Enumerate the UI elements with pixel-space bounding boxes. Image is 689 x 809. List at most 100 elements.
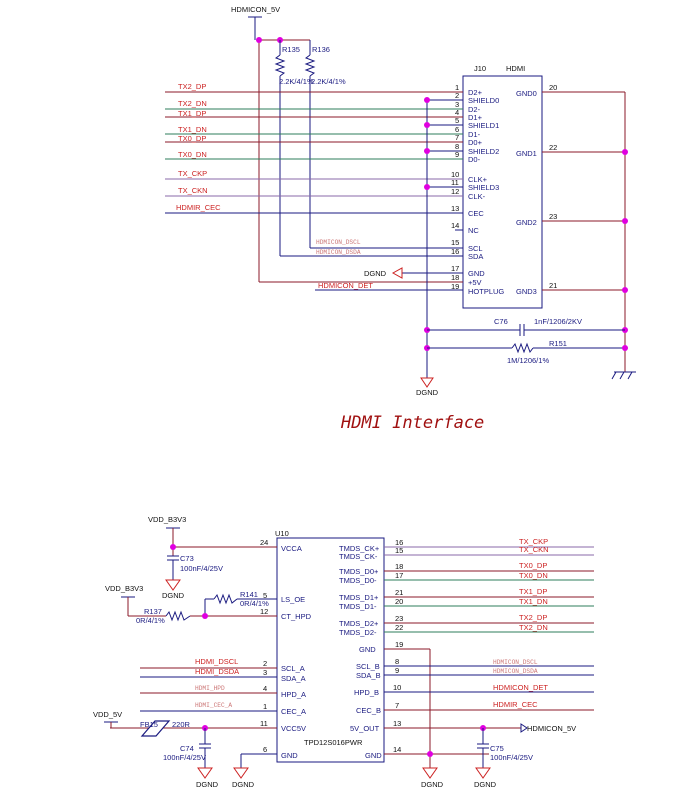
pin-name: D2-: [468, 105, 481, 114]
resistor-r137: [165, 610, 191, 622]
net-label: TX1_DP: [519, 587, 547, 596]
resistor-r151: [511, 342, 534, 354]
pin-number: 16: [451, 247, 459, 256]
dgnd-label: DGND: [474, 780, 497, 789]
pin-number: 10: [393, 683, 401, 692]
junction-dot: [622, 345, 628, 351]
pin-number: 17: [451, 264, 459, 273]
net-label: TX2_DN: [178, 99, 207, 108]
net-label: TX1_DN: [178, 125, 207, 134]
r136-value: 2.2K/4/1%: [311, 77, 346, 86]
pin-name: D0-: [468, 155, 481, 164]
fb15-value: 220R: [172, 720, 191, 729]
pin-number: 17: [395, 571, 403, 580]
junction-dot: [622, 218, 628, 224]
pin-number: 6: [455, 125, 459, 134]
pin-number: 1: [263, 702, 267, 711]
pin-number: 19: [451, 282, 459, 291]
r151-ref: R151: [549, 339, 567, 348]
c73-ref: C73: [180, 554, 194, 563]
pin-number: 2: [263, 659, 267, 668]
pin-name: SDA: [468, 252, 483, 261]
c75-value: 100nF/4/25V: [490, 753, 533, 762]
section-title: HDMI Interface: [340, 413, 484, 433]
pin-name: D1-: [468, 130, 481, 139]
pin-name: GND1: [516, 149, 537, 158]
net-label: HDMI_DSCL: [195, 657, 238, 666]
r137-value: 0R/4/1%: [136, 616, 165, 625]
net-label: HDMICON_DET: [493, 683, 548, 692]
net-label: TX_CKN: [178, 186, 208, 195]
pin-number: 9: [455, 150, 459, 159]
pin-number: 9: [395, 666, 399, 675]
pin-name: CEC_A: [281, 707, 306, 716]
pin-number: 20: [395, 597, 403, 606]
net-label: HDMICON_DSDA: [316, 249, 361, 256]
pin-number: 12: [451, 187, 459, 196]
connector-j10-body: [462, 75, 543, 309]
pin-number: 10: [451, 170, 459, 179]
net-label: TX_CKN: [519, 545, 549, 554]
pin-number: 23: [395, 614, 403, 623]
r135-value: 2.2K/4/1%: [279, 77, 314, 86]
power-label-vdd-5v: VDD_5V: [93, 710, 122, 719]
connector-name: HDMI: [506, 64, 525, 73]
pin-number: 14: [451, 221, 459, 230]
c75-ref: C75: [490, 744, 504, 753]
ground-triangle-icon: [422, 767, 438, 779]
net-label: TX2_DP: [519, 613, 547, 622]
ic-part-number: TPD12S016PWR: [304, 738, 363, 747]
pin-name: SCL: [468, 244, 483, 253]
pin-number: 22: [395, 623, 403, 632]
pin-name: TMDS_D1+: [339, 593, 379, 602]
resistor-r136: [304, 54, 316, 77]
junction-dot: [202, 613, 208, 619]
j10-left-pins: TX2_DP 1 D2+ 2 SHIELD0 TX2_DN 3 D2- TX1_…: [165, 82, 504, 296]
pin-name: NC: [468, 226, 479, 235]
pin-number: 8: [395, 657, 399, 666]
ground-triangle-icon: [233, 767, 249, 779]
pin-number: 21: [549, 281, 557, 290]
pin-number: 13: [393, 719, 401, 728]
pin-name: TMDS_CK+: [339, 544, 380, 553]
connector-ref: J10: [474, 64, 486, 73]
pin-name: GND: [365, 751, 382, 760]
pin-name: TMDS_D1-: [339, 602, 377, 611]
pin-number: 14: [393, 745, 401, 754]
net-label: HDMI_HPD: [195, 685, 225, 692]
u10-right-pins: TMDS_CK+ 16 TX_CKP TMDS_CK- 15 TX_CKN TM…: [339, 537, 594, 768]
pin-name: TMDS_D2+: [339, 619, 379, 628]
net-label: TX2_DP: [178, 82, 206, 91]
pin-name: CT_HPD: [281, 612, 312, 621]
r135-ref: R135: [282, 45, 300, 54]
pin-name: VCC5V: [281, 724, 306, 733]
pin-number: 11: [260, 719, 268, 728]
pin-number: 24: [260, 538, 268, 547]
pin-number: 3: [455, 100, 459, 109]
pin-name: SHIELD2: [468, 147, 499, 156]
c76-value: 1nF/1206/2KV: [534, 317, 582, 326]
pin-name: 5V_OUT: [350, 724, 380, 733]
dgnd-label: DGND: [232, 780, 255, 789]
dgnd-label: DGND: [162, 591, 185, 600]
resistor-r135: [274, 54, 286, 77]
net-label: HDMICON_DSDA: [493, 668, 538, 675]
pin-name: SDA_A: [281, 674, 306, 683]
ground-triangle-icon: [197, 767, 213, 779]
ground-triangle-icon: [420, 377, 434, 388]
ic-u10-body: [276, 537, 385, 763]
pin-name: D2+: [468, 88, 483, 97]
net-label: HDMI_CEC_A: [195, 702, 232, 709]
junction-dot: [170, 544, 176, 550]
net-label: HDMICON_DET: [318, 281, 373, 290]
pin-number: 3: [263, 668, 267, 677]
net-label: HDMIR_CEC: [176, 203, 221, 212]
pin-number: 12: [260, 607, 268, 616]
ground-triangle-icon: [475, 767, 491, 779]
fb15-ref: FB15: [140, 720, 158, 729]
pin-number: 22: [549, 143, 557, 152]
r151-value: 1M/1206/1%: [507, 356, 549, 365]
pin-name: SCL_A: [281, 664, 305, 673]
pin-name: SCL_B: [356, 662, 380, 671]
